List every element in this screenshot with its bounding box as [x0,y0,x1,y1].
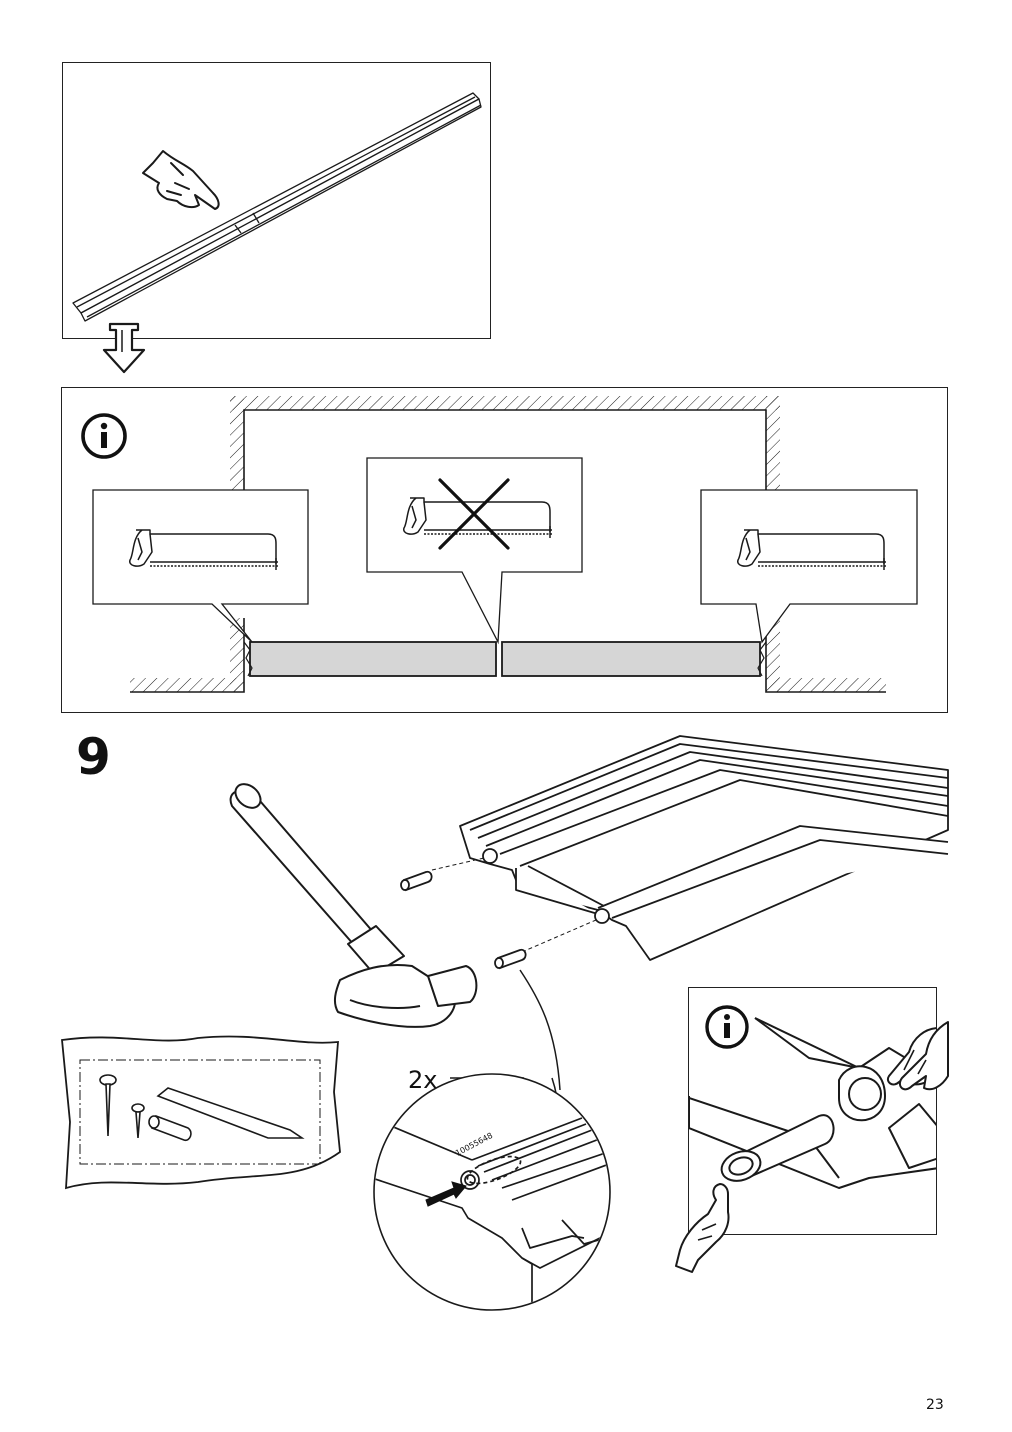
down-arrow-icon [102,322,146,374]
info-icon [705,1005,749,1049]
rail-illustration-panel [62,62,491,339]
hacksaw-icon [737,529,886,570]
page-number: 23 [926,1397,944,1413]
dowel-insertion-drawing [689,1017,936,1189]
rail-drawing [72,92,482,322]
info-cutting-panel [61,387,948,713]
step-number: 9 [76,728,111,786]
pointing-hand-icon [675,1183,730,1273]
hammer-icon [229,783,478,1028]
pointing-hand-icon [898,1021,949,1091]
hacksaw-icon [129,529,278,570]
fittings-bag-icon [61,1035,341,1190]
step-9-drawing [229,735,949,1091]
info-dowel-panel [688,987,937,1235]
cutting-diagram [92,396,918,693]
pointing-hand-icon [142,150,220,210]
info-icon [81,413,127,459]
cross-icon [438,478,510,550]
dowel-detail-circle [373,1073,611,1311]
